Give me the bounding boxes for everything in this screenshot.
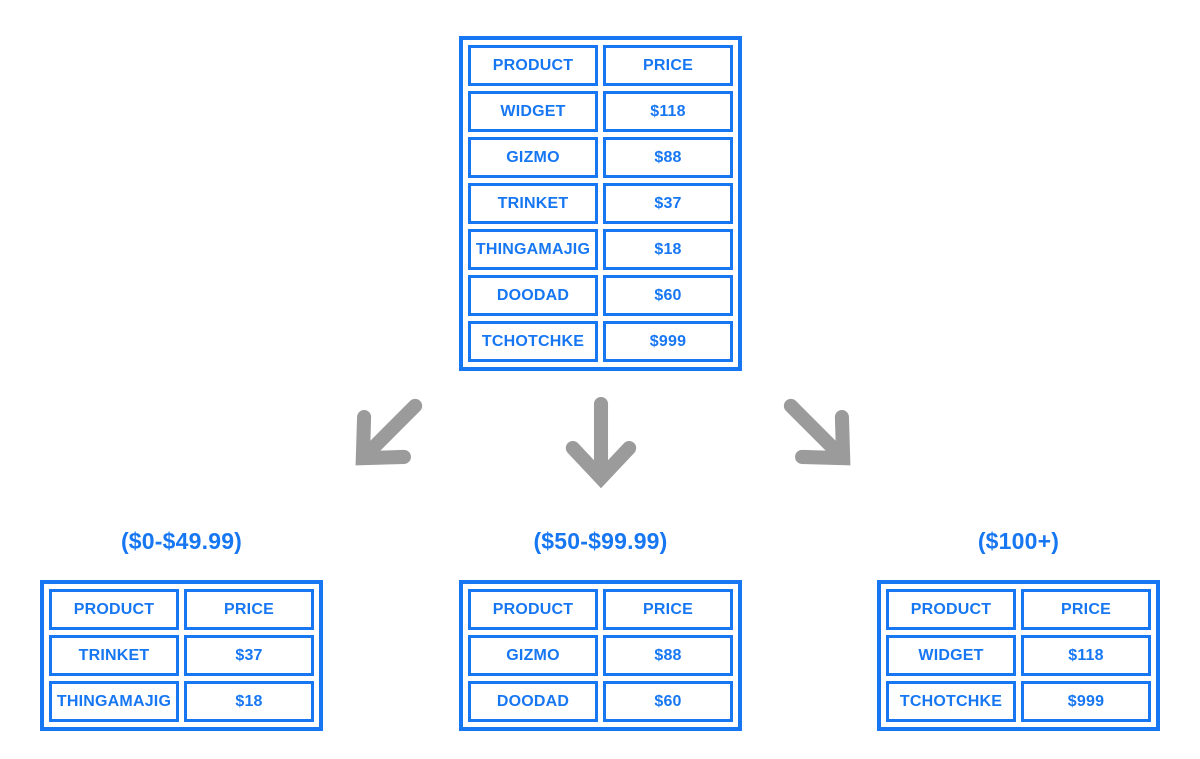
table-header-row: PRODUCT PRICE <box>468 589 733 630</box>
table-row: GIZMO $88 <box>468 635 733 676</box>
price-cell: $118 <box>603 91 733 132</box>
price-cell: $37 <box>603 183 733 224</box>
bucket-label-mid: ($50-$99.99) <box>533 528 668 554</box>
header-cell-price: PRICE <box>603 45 733 86</box>
table-row: TRINKET $37 <box>468 183 733 224</box>
header-cell-product: PRODUCT <box>886 589 1016 630</box>
price-cell: $60 <box>603 681 733 722</box>
table-header-row: PRODUCT PRICE <box>49 589 314 630</box>
price-cell: $37 <box>184 635 314 676</box>
bucket-table-low: PRODUCT PRICE TRINKET $37 THINGAMAJIG $1… <box>40 580 323 731</box>
price-cell: $88 <box>603 635 733 676</box>
product-cell: WIDGET <box>468 91 598 132</box>
bucket-table-mid: PRODUCT PRICE GIZMO $88 DOODAD $60 <box>459 580 742 731</box>
product-cell: TCHOTCHKE <box>886 681 1016 722</box>
header-cell-price: PRICE <box>603 589 733 630</box>
arrow-down-icon <box>557 395 645 501</box>
product-cell: TRINKET <box>49 635 179 676</box>
table-row: GIZMO $88 <box>468 137 733 178</box>
price-cell: $999 <box>603 321 733 362</box>
price-cell: $60 <box>603 275 733 316</box>
price-cell: $118 <box>1021 635 1151 676</box>
product-cell: THINGAMAJIG <box>468 229 598 270</box>
header-cell-price: PRICE <box>184 589 314 630</box>
price-cell: $88 <box>603 137 733 178</box>
header-cell-product: PRODUCT <box>468 589 598 630</box>
product-cell: WIDGET <box>886 635 1016 676</box>
table-row: THINGAMAJIG $18 <box>468 229 733 270</box>
price-cell: $18 <box>603 229 733 270</box>
bucket-table-high: PRODUCT PRICE WIDGET $118 TCHOTCHKE $999 <box>877 580 1160 731</box>
product-cell: GIZMO <box>468 635 598 676</box>
product-cell: THINGAMAJIG <box>49 681 179 722</box>
table-row: DOODAD $60 <box>468 275 733 316</box>
bucket-label-high: ($100+) <box>977 528 1060 554</box>
price-cell: $999 <box>1021 681 1151 722</box>
table-header-row: PRODUCT PRICE <box>886 589 1151 630</box>
arrow-down-right-icon <box>753 368 890 505</box>
product-cell: TRINKET <box>468 183 598 224</box>
product-cell: TCHOTCHKE <box>468 321 598 362</box>
table-row: TCHOTCHKE $999 <box>886 681 1151 722</box>
product-cell: DOODAD <box>468 275 598 316</box>
table-row: THINGAMAJIG $18 <box>49 681 314 722</box>
product-cell: DOODAD <box>468 681 598 722</box>
price-cell: $18 <box>184 681 314 722</box>
table-row: WIDGET $118 <box>468 91 733 132</box>
main-price-table: PRODUCT PRICE WIDGET $118 GIZMO $88 TRIN… <box>459 36 742 371</box>
product-cell: GIZMO <box>468 137 598 178</box>
table-row: WIDGET $118 <box>886 635 1151 676</box>
header-cell-product: PRODUCT <box>468 45 598 86</box>
arrow-down-left-icon <box>315 368 452 505</box>
table-row: TCHOTCHKE $999 <box>468 321 733 362</box>
bucket-label-low: ($0-$49.99) <box>120 528 243 554</box>
header-cell-price: PRICE <box>1021 589 1151 630</box>
table-header-row: PRODUCT PRICE <box>468 45 733 86</box>
header-cell-product: PRODUCT <box>49 589 179 630</box>
table-row: TRINKET $37 <box>49 635 314 676</box>
table-row: DOODAD $60 <box>468 681 733 722</box>
